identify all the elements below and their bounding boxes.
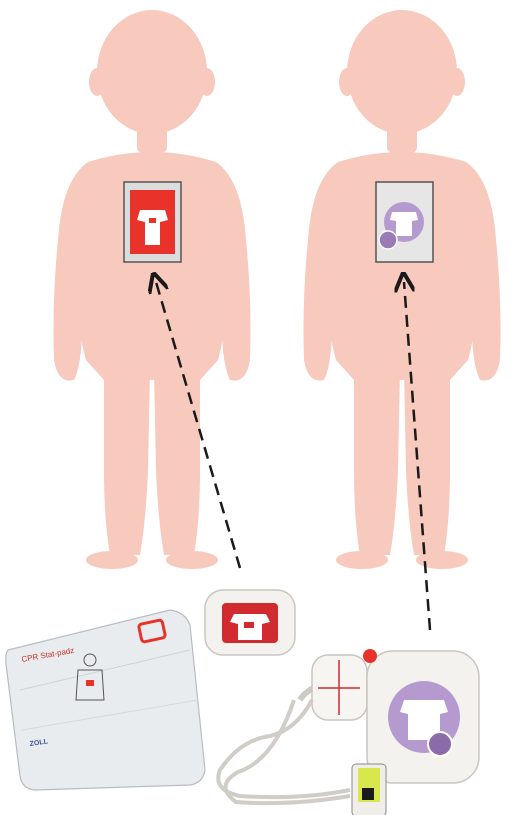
electrode-package: CPR Stat-padz ZOLL [6, 610, 205, 790]
cpr-sensor [300, 655, 367, 720]
pediatric-electrode-pad [363, 649, 479, 783]
adult-pad-red-placement [124, 182, 181, 262]
pediatric-pad-purple-placement [376, 182, 433, 262]
child-figure-right [304, 10, 501, 569]
connector-plug-icon [352, 764, 386, 815]
adult-electrode-pad [205, 590, 295, 655]
child-figure-left [54, 10, 251, 569]
